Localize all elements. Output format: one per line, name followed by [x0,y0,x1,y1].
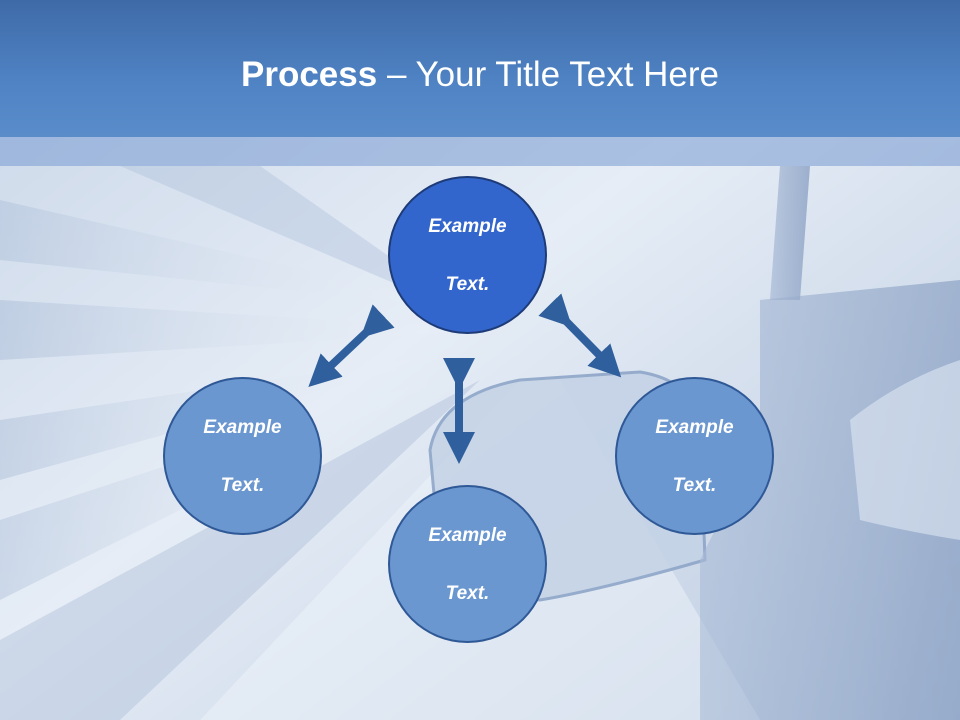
node-left-line2: Text. [220,474,265,496]
title-bar-band [0,137,960,166]
title-bar [0,0,960,137]
node-bottom-line1: Example [428,524,507,546]
node-bottom-line2: Text. [445,582,490,604]
node-right-line2: Text. [672,474,717,496]
node-left-line1: Example [203,416,282,438]
node-center-line1: Example [428,215,507,237]
title-bold: Process [241,55,378,94]
node-right-line1: Example [655,416,734,438]
page-title: Process – Your Title Text Here [0,50,960,100]
node-center-line2: Text. [445,273,490,295]
title-rest: – Your Title Text Here [377,55,719,94]
